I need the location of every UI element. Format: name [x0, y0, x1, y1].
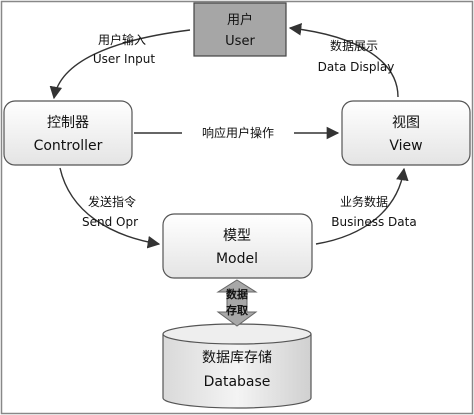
user-label-en: User	[225, 34, 255, 49]
data-display-label-en: Data Display	[318, 60, 395, 74]
data-display-label-zh: 数据展示	[330, 38, 378, 53]
controller-node: 控制器 Controller	[3, 100, 133, 166]
business-data-label-zh: 业务数据	[340, 194, 388, 209]
model-label-zh: 模型	[223, 228, 251, 244]
controller-label-en: Controller	[34, 138, 103, 154]
response-label-zh: 响应用户操作	[202, 125, 274, 140]
database-node: 数据库存储 Database	[162, 323, 312, 409]
database-label-en: Database	[204, 374, 271, 390]
business-data-label-en: Business Data	[331, 215, 416, 229]
data-display-arrow	[288, 23, 399, 98]
user-node: 用户 User	[193, 2, 287, 57]
user-input-arrow	[49, 29, 191, 100]
send-opr-label-en: Send Opr	[82, 215, 138, 229]
business-data-arrow	[315, 167, 409, 245]
model-label-en: Model	[216, 251, 258, 267]
controller-label-zh: 控制器	[47, 115, 89, 131]
data-access-label-line1: 数据	[226, 287, 248, 301]
send-opr-arrow	[59, 167, 161, 249]
user-input-label-en: User Input	[93, 52, 156, 66]
database-label-zh: 数据库存储	[202, 350, 272, 366]
user-input-label-zh: 用户输入	[98, 32, 146, 47]
view-label-zh: 视图	[392, 115, 420, 131]
user-label-zh: 用户	[227, 12, 253, 28]
view-node: 视图 View	[341, 100, 471, 166]
data-access-label-line2: 存取	[226, 303, 248, 317]
model-node: 模型 Model	[162, 213, 313, 279]
view-label-en: View	[389, 138, 422, 154]
send-opr-label-zh: 发送指令	[88, 194, 136, 209]
data-access-arrow	[216, 279, 258, 327]
